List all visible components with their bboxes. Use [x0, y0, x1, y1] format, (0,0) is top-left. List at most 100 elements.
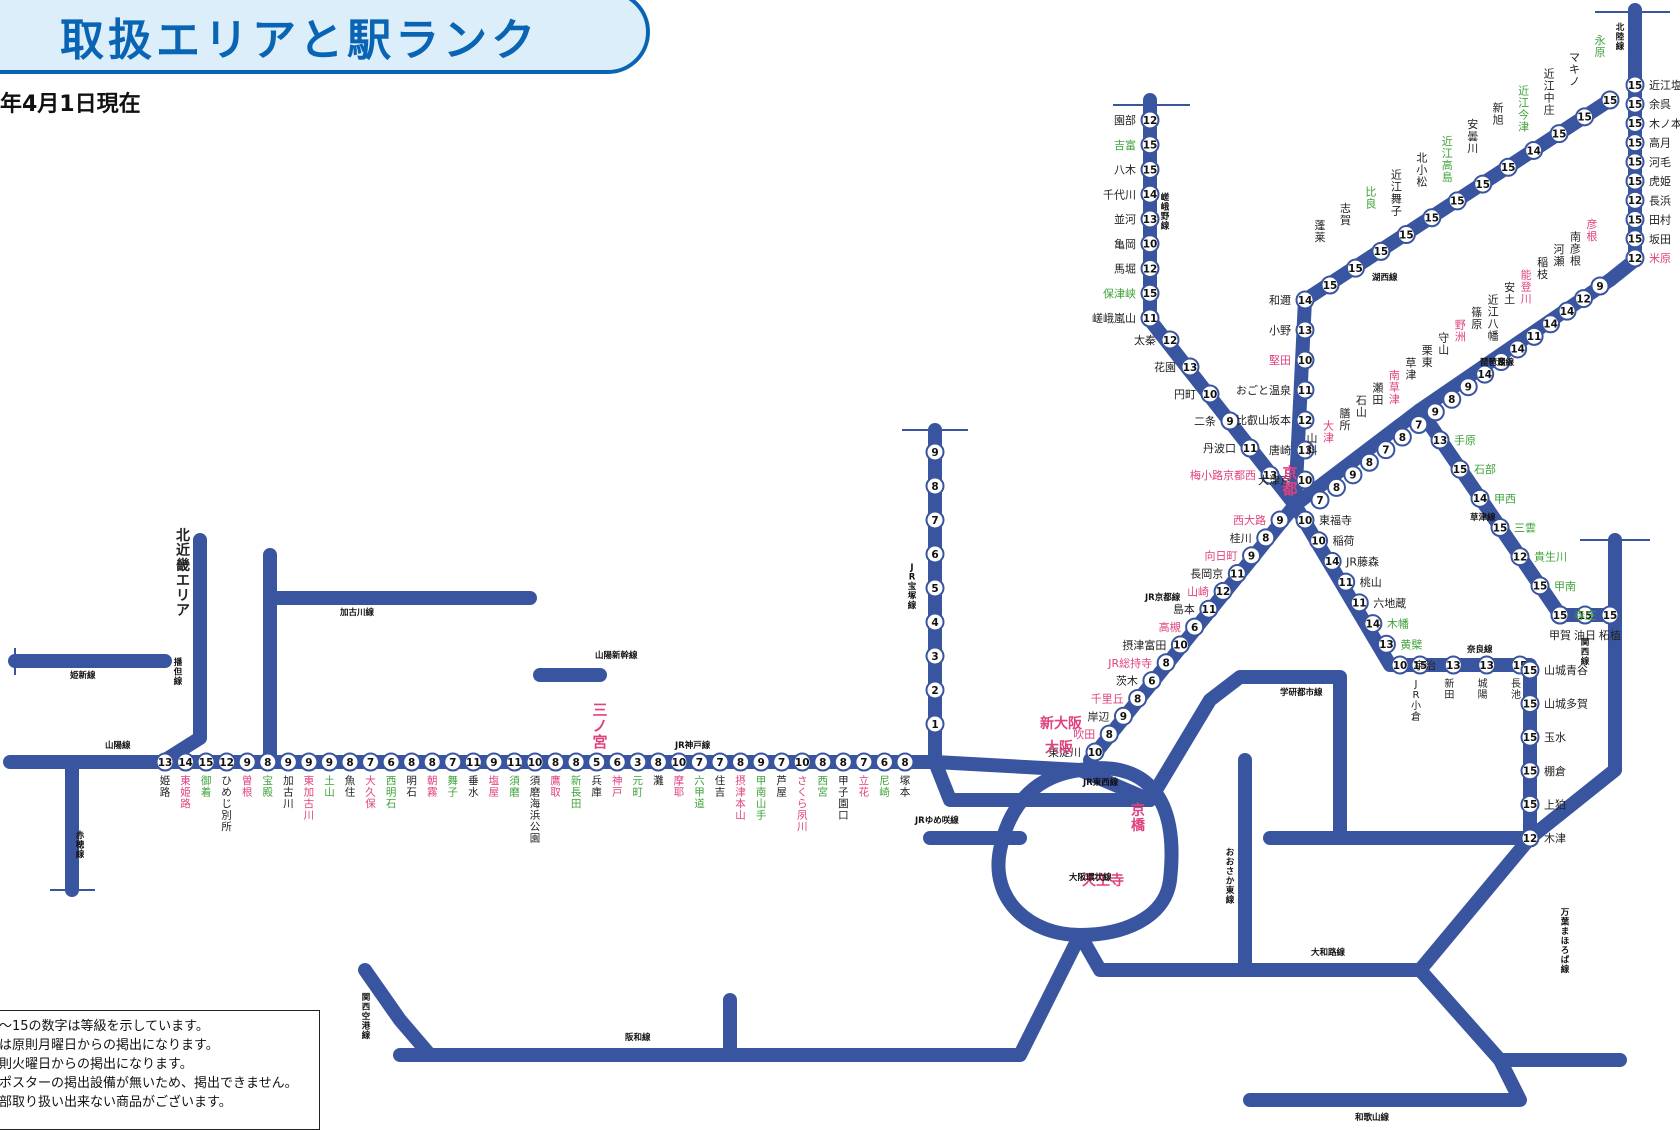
station-rank-badge: 6: [1142, 671, 1162, 691]
station-name: 安土: [1504, 280, 1515, 306]
label-char: 八: [1488, 318, 1499, 331]
label-char: 港: [362, 1021, 371, 1032]
label-char: 屋: [776, 787, 787, 799]
station-rank: 15: [1523, 766, 1538, 778]
station-dot: [1295, 440, 1315, 460]
station-dot: [895, 752, 915, 772]
station-rank-badge: 6: [874, 752, 894, 772]
station-rank-badge: 6: [1185, 617, 1205, 637]
station-rank: 13: [1379, 639, 1394, 651]
station-name: 草津: [1405, 356, 1416, 381]
station-rank-badge: 8: [402, 752, 422, 772]
station-rank-badge: 10: [792, 752, 812, 772]
label-char: 東: [304, 774, 315, 787]
label-char: 江: [1442, 147, 1453, 160]
station-name: 魚住: [345, 774, 356, 799]
station-name: 園部: [1114, 113, 1136, 127]
station-dot: [155, 752, 175, 772]
station-dot: [1524, 140, 1544, 160]
station-dot: [1140, 110, 1160, 130]
station-rank: 15: [1577, 112, 1592, 124]
label-char: マ: [1569, 51, 1580, 64]
station-dot: [319, 752, 339, 772]
station-rank: 7: [1382, 444, 1389, 456]
label-char: 比: [1365, 185, 1376, 198]
station-name: 明石: [406, 775, 417, 799]
station-rank: 15: [1523, 732, 1538, 744]
station-dot: [925, 680, 945, 700]
station-name: 山崎: [1187, 584, 1209, 598]
station-name: 近江塩津: [1649, 78, 1680, 92]
station-rank-badge: 11: [1240, 438, 1260, 458]
station-dot: [1140, 135, 1160, 155]
station-rank-badge: 15: [1625, 229, 1645, 249]
label-char: ひ: [221, 775, 232, 787]
station-dot: [1310, 490, 1330, 510]
station-name: 太秦: [1134, 333, 1156, 347]
station-name: 田村: [1649, 213, 1671, 227]
label-char: 嵯: [1161, 192, 1170, 203]
label-char: 神: [612, 774, 623, 787]
label-char: 池: [1511, 688, 1521, 701]
line-name: JRゆめ咲線: [914, 815, 959, 826]
station-rank: 10: [795, 757, 810, 769]
station-dot: [361, 752, 381, 772]
station-rank-badge: 3: [628, 752, 648, 772]
station-rank: 8: [931, 481, 938, 493]
label-char: 島: [1442, 170, 1453, 184]
station-dot: [1343, 465, 1363, 485]
station-rank-badge: 11: [1524, 326, 1544, 346]
station-name: 山科: [1307, 432, 1318, 457]
line-name: 阪和線: [625, 1032, 651, 1043]
station-name: 元町: [633, 775, 644, 799]
station-dot: [504, 752, 524, 772]
label-char: 根: [1570, 254, 1581, 268]
station-dot: [217, 752, 237, 772]
station-rank-badge: 14: [1140, 184, 1160, 204]
station-rank-badge: 15: [1410, 655, 1430, 675]
station-rank-badge: 9: [1458, 377, 1478, 397]
label-char: さ: [1226, 867, 1235, 877]
label-char: 川: [283, 798, 294, 810]
label-char: 古: [283, 786, 294, 799]
station-name: 須磨: [509, 775, 520, 799]
station-rank-badge: 15: [1490, 518, 1510, 537]
station-rank-badge: 15: [1575, 107, 1595, 127]
station-rank: 10: [1173, 640, 1188, 652]
station-dot: [1128, 688, 1148, 708]
station-rank-badge: 8: [1256, 528, 1276, 548]
station-rank: 8: [840, 757, 847, 769]
station-rank-badge: 3: [925, 646, 945, 666]
station-name: 花園: [1154, 361, 1176, 374]
station-rank-badge: 12: [1574, 289, 1594, 309]
label-char: エ: [176, 573, 190, 589]
station-rank-badge: 15: [1625, 152, 1645, 172]
label-char: 垂: [468, 775, 479, 787]
station-rank-badge: 6: [381, 752, 401, 772]
label-char: 栗: [1422, 344, 1433, 357]
station-rank-badge: 8: [1392, 427, 1412, 447]
station-rank-badge: 12: [1510, 547, 1530, 567]
station-rank-badge: 12: [1140, 110, 1160, 130]
station-name: 六甲道: [694, 775, 705, 810]
label-char: 塩: [489, 774, 500, 787]
station-rank: 15: [1628, 176, 1643, 188]
station-rank-badge: 13: [1140, 209, 1160, 229]
station-rank: 15: [1523, 698, 1538, 710]
label-char: 江: [1391, 181, 1402, 194]
station-dot: [813, 752, 833, 772]
label-char: 河: [1554, 243, 1565, 256]
station-rank-badge: 13: [1477, 655, 1497, 675]
station-name: 寺庄: [1574, 608, 1596, 622]
station-rank-badge: 13: [1430, 430, 1450, 450]
label-char: 保: [365, 797, 376, 810]
station-rank-badge: 10: [1295, 470, 1315, 490]
label-char: 崎: [879, 786, 890, 799]
station-dot: [1520, 694, 1540, 714]
station-name: 守山: [1438, 330, 1449, 356]
label-char: 町: [633, 787, 644, 799]
label-char: 道: [694, 797, 705, 810]
station-rank: 8: [655, 757, 662, 769]
